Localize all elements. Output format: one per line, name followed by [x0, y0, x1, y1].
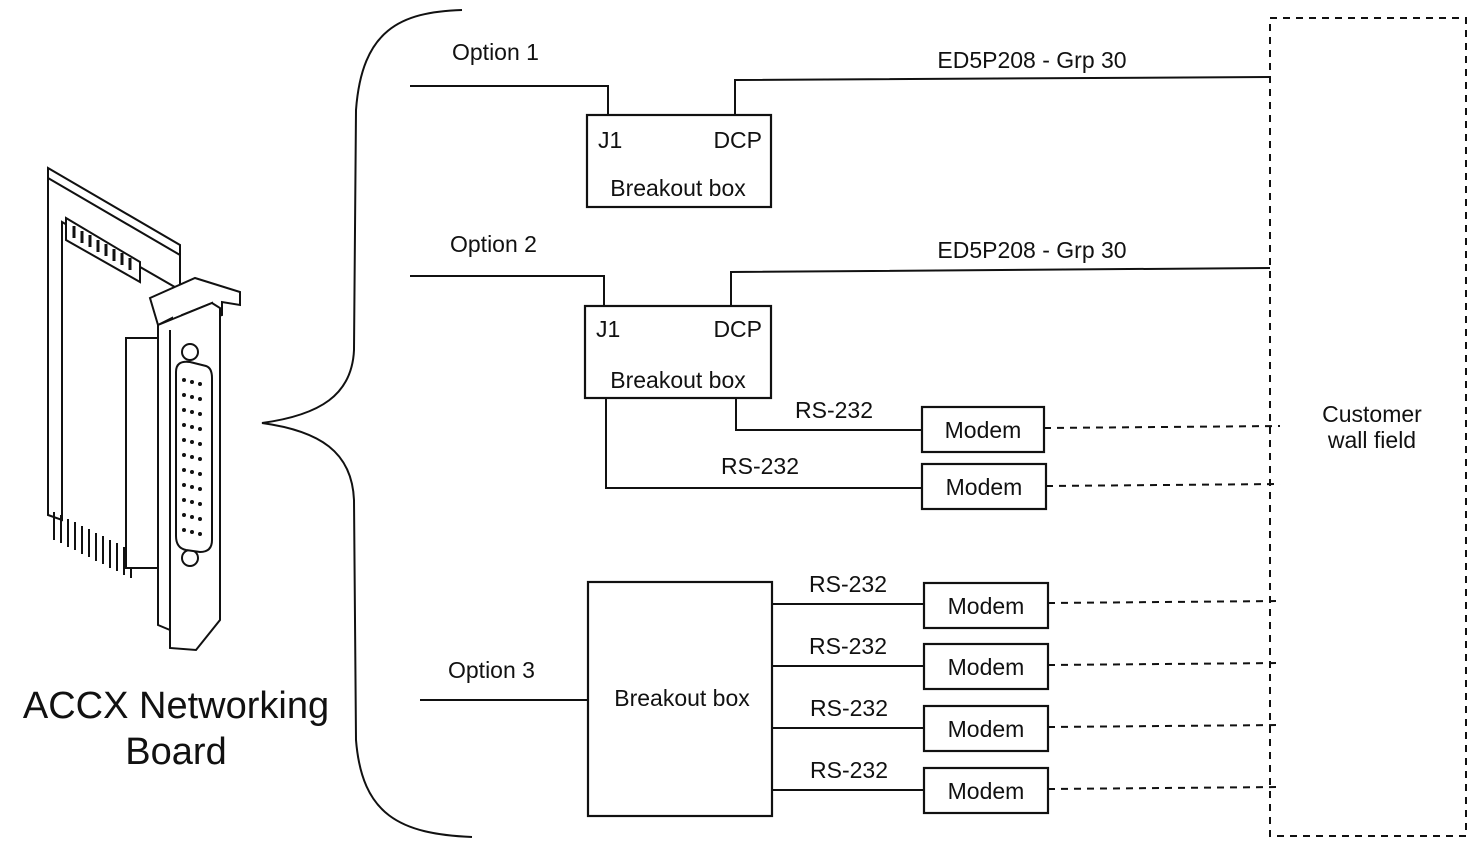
board-pcb — [47, 166, 181, 522]
option-1-feed-line — [410, 85, 609, 115]
accx-board-illustration — [47, 166, 241, 652]
option-1-label: Option 1 — [452, 39, 539, 65]
wall-field-label-line1: Customer — [1322, 401, 1422, 427]
option-2-modem-a-label: Modem — [945, 417, 1022, 443]
option-2-wall-link-b — [1045, 483, 1281, 487]
option-3-group: Option 3 Breakout box RS-232 Modem RS-23… — [420, 571, 1281, 818]
option-2-rs232-line-b — [605, 398, 922, 489]
board-title-line1: ACCX Networking — [23, 685, 329, 727]
option-2-rs232-line-a — [735, 398, 922, 431]
option-3-modem-2-label: Modem — [948, 654, 1025, 680]
board-title-line2: Board — [125, 731, 226, 773]
board-side-block — [125, 337, 161, 569]
option-2-breakout-label: Breakout box — [610, 367, 746, 393]
option-3-modem-1 — [922, 581, 1050, 630]
option-2-label: Option 2 — [450, 231, 537, 257]
bracket-screw-top — [181, 343, 199, 361]
option-1-port-j1: J1 — [598, 127, 622, 153]
option-3-rs232-label-2: RS-232 — [809, 633, 887, 659]
option-3-modem-3-label: Modem — [948, 716, 1025, 742]
option-1-cable-label: ED5P208 - Grp 30 — [937, 47, 1126, 73]
option-2-modem-b-label: Modem — [946, 474, 1023, 500]
customer-wall-field — [1269, 17, 1467, 837]
db-connector-pins — [182, 378, 202, 536]
option-3-wall-link-3 — [1047, 724, 1281, 728]
option-2-dcp-cable — [730, 267, 1271, 306]
option-3-wall-link-4 — [1047, 786, 1281, 790]
option-1-breakout-label: Breakout box — [610, 175, 746, 201]
option-3-modem-2 — [922, 642, 1050, 691]
option-3-wall-link-2 — [1047, 662, 1281, 666]
option-2-modem-a — [920, 405, 1046, 454]
option-2-rs232-label-a: RS-232 — [795, 397, 873, 423]
option-1-port-dcp: DCP — [713, 127, 762, 153]
bracket-screw-bottom — [181, 549, 199, 567]
option-2-port-dcp: DCP — [713, 316, 762, 342]
board-header-connector — [65, 216, 141, 284]
option-3-label: Option 3 — [448, 657, 535, 683]
option-3-modem-1-label: Modem — [948, 593, 1025, 619]
option-2-rs232-label-b: RS-232 — [721, 453, 799, 479]
option-2-cable-label: ED5P208 - Grp 30 — [937, 237, 1126, 263]
option-3-breakout-box — [586, 580, 774, 818]
option-3-rs232-label-4: RS-232 — [810, 757, 888, 783]
option-3-rs232-label-1: RS-232 — [809, 571, 887, 597]
option-3-breakout-label: Breakout box — [614, 685, 750, 711]
option-1-breakout-box — [585, 113, 773, 209]
option-2-wall-link-a — [1043, 425, 1281, 429]
option-3-modem-3 — [922, 704, 1050, 753]
wall-field-label-line2: wall field — [1327, 427, 1416, 453]
option-3-wall-link-1 — [1047, 600, 1281, 604]
option-3-rs232-label-3: RS-232 — [810, 695, 888, 721]
option-2-breakout-box — [583, 304, 773, 400]
db-connector — [175, 360, 213, 554]
option-1-group: Option 1 J1 DCP Breakout box ED5P208 - G… — [410, 39, 1271, 209]
option-3-modem-4-label: Modem — [948, 778, 1025, 804]
option-2-modem-b — [920, 462, 1048, 511]
option-3-modem-4 — [922, 766, 1050, 815]
option-2-feed-line — [410, 275, 605, 306]
option-2-group: Option 2 J1 DCP Breakout box ED5P208 - G… — [410, 231, 1281, 511]
options-brace — [261, 9, 473, 838]
option-2-port-j1: J1 — [596, 316, 620, 342]
board-edge-fingers — [53, 512, 132, 578]
option-1-dcp-cable — [734, 76, 1271, 115]
